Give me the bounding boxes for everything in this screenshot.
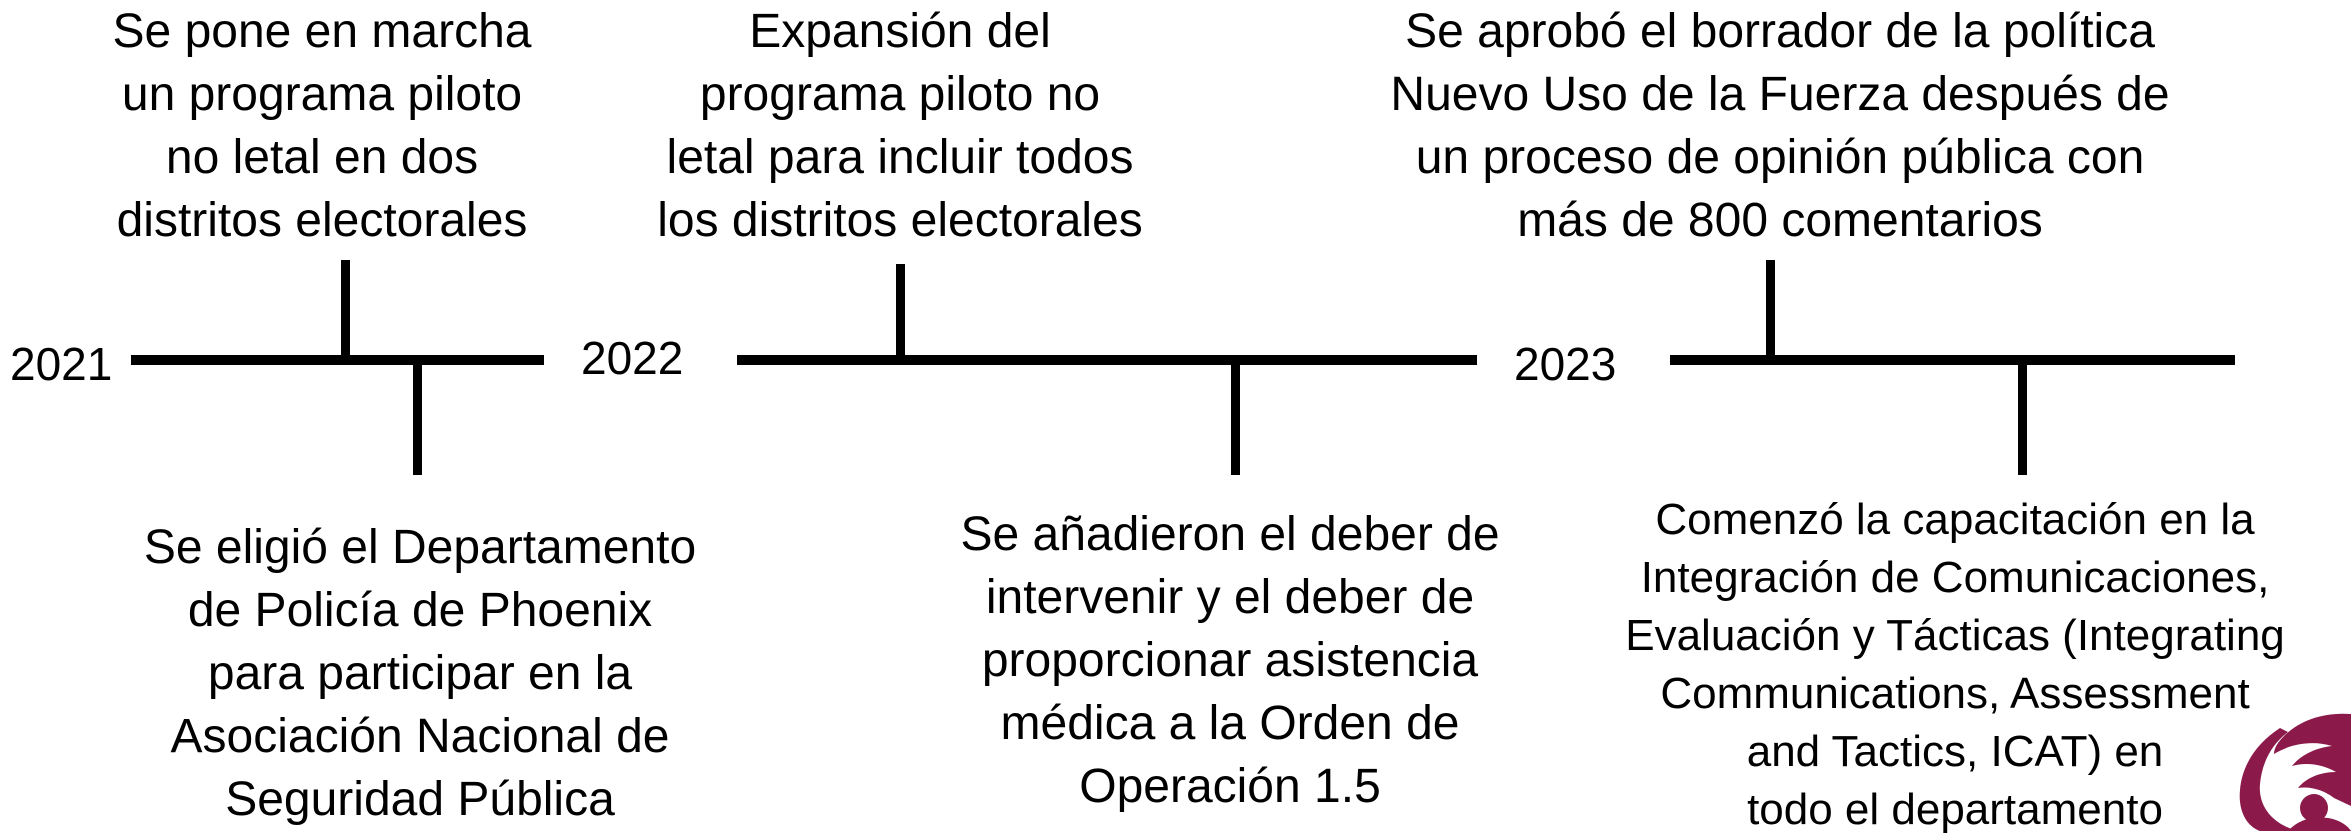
year-label-2023: 2023 <box>1514 338 1617 390</box>
event-top-3-line-3: un proceso de opinión pública con <box>1415 131 2145 184</box>
event-bottom-1-line-4: Asociación Nacional de <box>170 710 670 763</box>
timeline-segment-2021 <box>131 355 544 365</box>
event-top-2-line-1: Expansión del <box>749 5 1051 58</box>
event-top-3-line-2: Nuevo Uso de la Fuerza después de <box>1390 68 2170 121</box>
event-bottom-3-line-4: Communications, Assessment <box>1660 669 2250 718</box>
event-top-1-line-2: un programa piloto <box>121 68 523 121</box>
event-top-2-line-3: letal para incluir todos <box>666 131 1134 184</box>
event-bottom-3-line-5: and Tactics, ICAT) en <box>1746 727 2164 776</box>
event-bottom-2-line-5: Operación 1.5 <box>1079 760 1381 813</box>
event-top-1-line-3: no letal en dos <box>165 131 479 184</box>
event-bottom-1-line-2: de Policía de Phoenix <box>187 584 653 637</box>
event-bottom-3-line-1: Comenzó la capacitación en la <box>1655 495 2255 544</box>
timeline-segment-2023 <box>1670 355 2235 365</box>
event-bottom-2-line-2: intervenir y el deber de <box>985 571 1475 624</box>
event-bottom-2-line-3: proporcionar asistencia <box>981 634 1479 687</box>
event-bottom-2-line-4: médica a la Orden de <box>1000 697 1460 750</box>
tick-bottom-3 <box>2018 355 2027 475</box>
event-bottom-1-line-5: Seguridad Pública <box>225 773 615 826</box>
event-bottom-1-line-3: para participar en la <box>207 647 633 700</box>
timeline-segment-2022 <box>737 355 1477 365</box>
event-top-2-line-4: los distritos electorales <box>657 194 1143 247</box>
event-bottom-3-line-2: Integración de Comunicaciones, <box>1640 553 2270 602</box>
event-bottom-3: Comenzó la capacitación en la Integració… <box>1590 491 2320 839</box>
event-top-3-line-1: Se aprobó el borrador de la política <box>1405 5 2155 58</box>
event-bottom-3-line-3: Evaluación y Tácticas (Integrating <box>1625 611 2285 660</box>
event-bottom-1-line-1: Se eligió el Departamento <box>143 521 697 574</box>
event-top-1-line-1: Se pone en marcha <box>112 5 532 58</box>
tick-bottom-1 <box>413 355 422 475</box>
event-bottom-1: Se eligió el Departamento de Policía de … <box>70 516 770 831</box>
tick-top-1 <box>341 260 350 360</box>
event-top-3-line-4: más de 800 comentarios <box>1517 194 2043 247</box>
year-label-2022: 2022 <box>581 332 684 384</box>
event-top-1: Se pone en marcha un programa piloto no … <box>72 0 572 252</box>
event-bottom-2-line-1: Se añadieron el deber de <box>960 508 1500 561</box>
event-bottom-2: Se añadieron el deber de intervenir y el… <box>890 503 1570 818</box>
event-top-1-line-4: distritos electorales <box>116 194 528 247</box>
event-top-2-line-2: programa piloto no <box>699 68 1101 121</box>
tick-bottom-2 <box>1231 355 1240 475</box>
year-label-2021: 2021 <box>10 338 113 390</box>
event-top-3: Se aprobó el borrador de la política Nue… <box>1310 0 2250 252</box>
tick-top-3 <box>1766 260 1775 360</box>
event-bottom-3-line-6: todo el departamento <box>1747 785 2163 834</box>
tick-top-2 <box>896 264 905 360</box>
phoenix-bird-logo-icon <box>2239 713 2351 831</box>
event-top-2: Expansión del programa piloto no letal p… <box>620 0 1180 252</box>
